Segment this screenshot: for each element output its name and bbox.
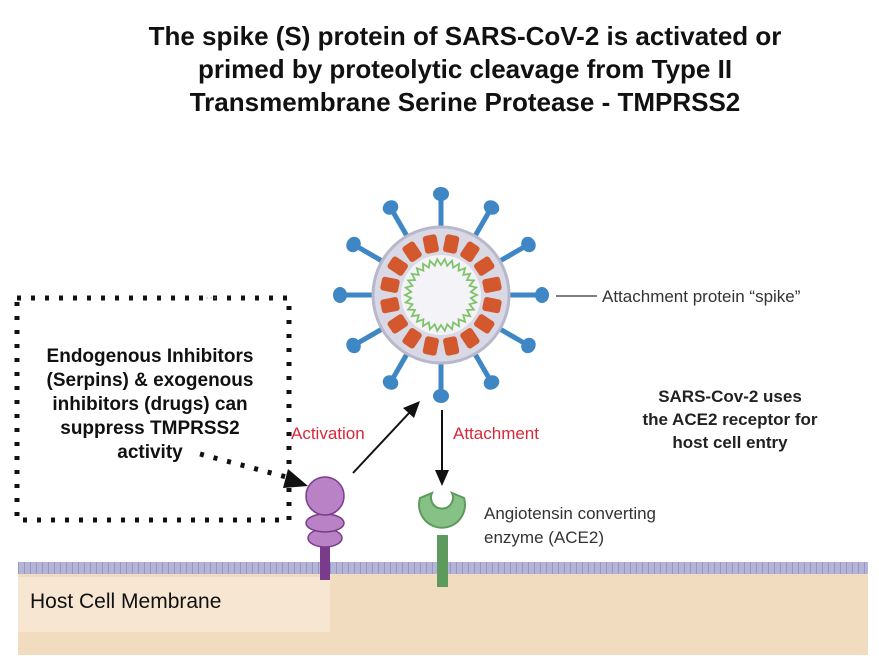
- membrane-protein: [460, 328, 480, 349]
- tmprss2-middle-domain: [305, 513, 345, 533]
- spike-head: [483, 200, 500, 215]
- membrane-protein: [482, 276, 502, 293]
- inhibitor-line-2: (Serpins) & exogenous: [46, 370, 254, 391]
- spike-head: [382, 375, 399, 390]
- membrane-protein: [460, 241, 480, 262]
- title-line-3: Transmembrane Serine Protease - TMPRSS2: [189, 87, 741, 117]
- ace2-label-line-1: Angiotensin converting: [484, 504, 657, 523]
- membrane-protein: [402, 328, 422, 349]
- spike-head: [521, 337, 536, 354]
- spike-head: [521, 236, 536, 253]
- inhibitor-text: Endogenous Inhibitors (Serpins) & exogen…: [20, 345, 280, 465]
- membrane-protein: [443, 336, 460, 356]
- tmprss2-head: [305, 476, 345, 516]
- inhibitor-line-4: suppress TMPRSS2: [60, 418, 240, 439]
- ace2-cup: [418, 491, 466, 529]
- attachment-arrowhead: [435, 470, 449, 486]
- title-line-2: primed by proteolytic cleavage from Type…: [197, 54, 733, 84]
- note-line-1: SARS-Cov-2 uses: [658, 387, 802, 406]
- spike-head: [535, 287, 549, 303]
- membrane-protein: [402, 241, 422, 262]
- virus-core: [401, 255, 481, 335]
- membrane-protein: [474, 256, 495, 276]
- membrane-protein: [380, 297, 400, 314]
- membrane-protein: [380, 276, 400, 293]
- spike-head: [382, 200, 399, 215]
- membrane-protein: [387, 256, 408, 276]
- inhibitor-box-outline: [14, 295, 292, 523]
- spike-head: [433, 389, 449, 403]
- membrane-protein: [422, 336, 439, 356]
- ace2-label-line-2: enzyme (ACE2): [484, 528, 604, 547]
- ace2-label: Angiotensin converting enzyme (ACE2): [484, 502, 656, 550]
- spike-head: [433, 187, 449, 201]
- membrane-protein: [482, 297, 502, 314]
- note-line-2: the ACE2 receptor for: [642, 410, 818, 429]
- membrane-protein: [422, 234, 439, 254]
- viral-rna: [402, 257, 480, 333]
- activation-arrowhead: [403, 401, 420, 418]
- ace2-entry-note: SARS-Cov-2 uses the ACE2 receptor for ho…: [605, 385, 855, 454]
- inhibitor-pointer-line: [199, 451, 291, 481]
- membrane-protein: [443, 234, 460, 254]
- attachment-label: Attachment: [453, 424, 539, 443]
- membrane-protein: [474, 314, 495, 334]
- spike-head: [346, 337, 361, 354]
- inhibitor-line-1: Endogenous Inhibitors: [46, 346, 254, 367]
- sars-cov-2-virion: [333, 187, 549, 403]
- tmprss2-protein: [305, 476, 345, 580]
- spike-label: Attachment protein “spike”: [602, 287, 801, 306]
- page-title: The spike (S) protein of SARS-CoV-2 is a…: [70, 20, 860, 119]
- membrane-protein: [387, 314, 408, 334]
- membrane-label-box: [18, 577, 330, 632]
- tmprss2-stalk: [320, 535, 330, 580]
- ace2-receptor: [418, 491, 466, 587]
- inhibitor-line-3: inhibitors (drugs) can: [52, 394, 248, 415]
- inhibitor-pointer-arrowhead: [283, 469, 308, 488]
- spike-head: [333, 287, 347, 303]
- ace2-stalk: [437, 535, 448, 587]
- obscured-label-fragment: ···: [205, 290, 217, 304]
- spike-head: [346, 236, 361, 253]
- inhibitor-line-5: activity: [117, 442, 183, 463]
- spike-head: [483, 375, 500, 390]
- note-line-3: host cell entry: [672, 433, 788, 452]
- activation-label: Activation: [291, 424, 365, 443]
- host-cell-membrane-label: Host Cell Membrane: [30, 590, 222, 613]
- membrane-proteins: [380, 234, 502, 356]
- title-line-1: The spike (S) protein of SARS-CoV-2 is a…: [148, 21, 782, 51]
- activation-arrow: [352, 411, 411, 474]
